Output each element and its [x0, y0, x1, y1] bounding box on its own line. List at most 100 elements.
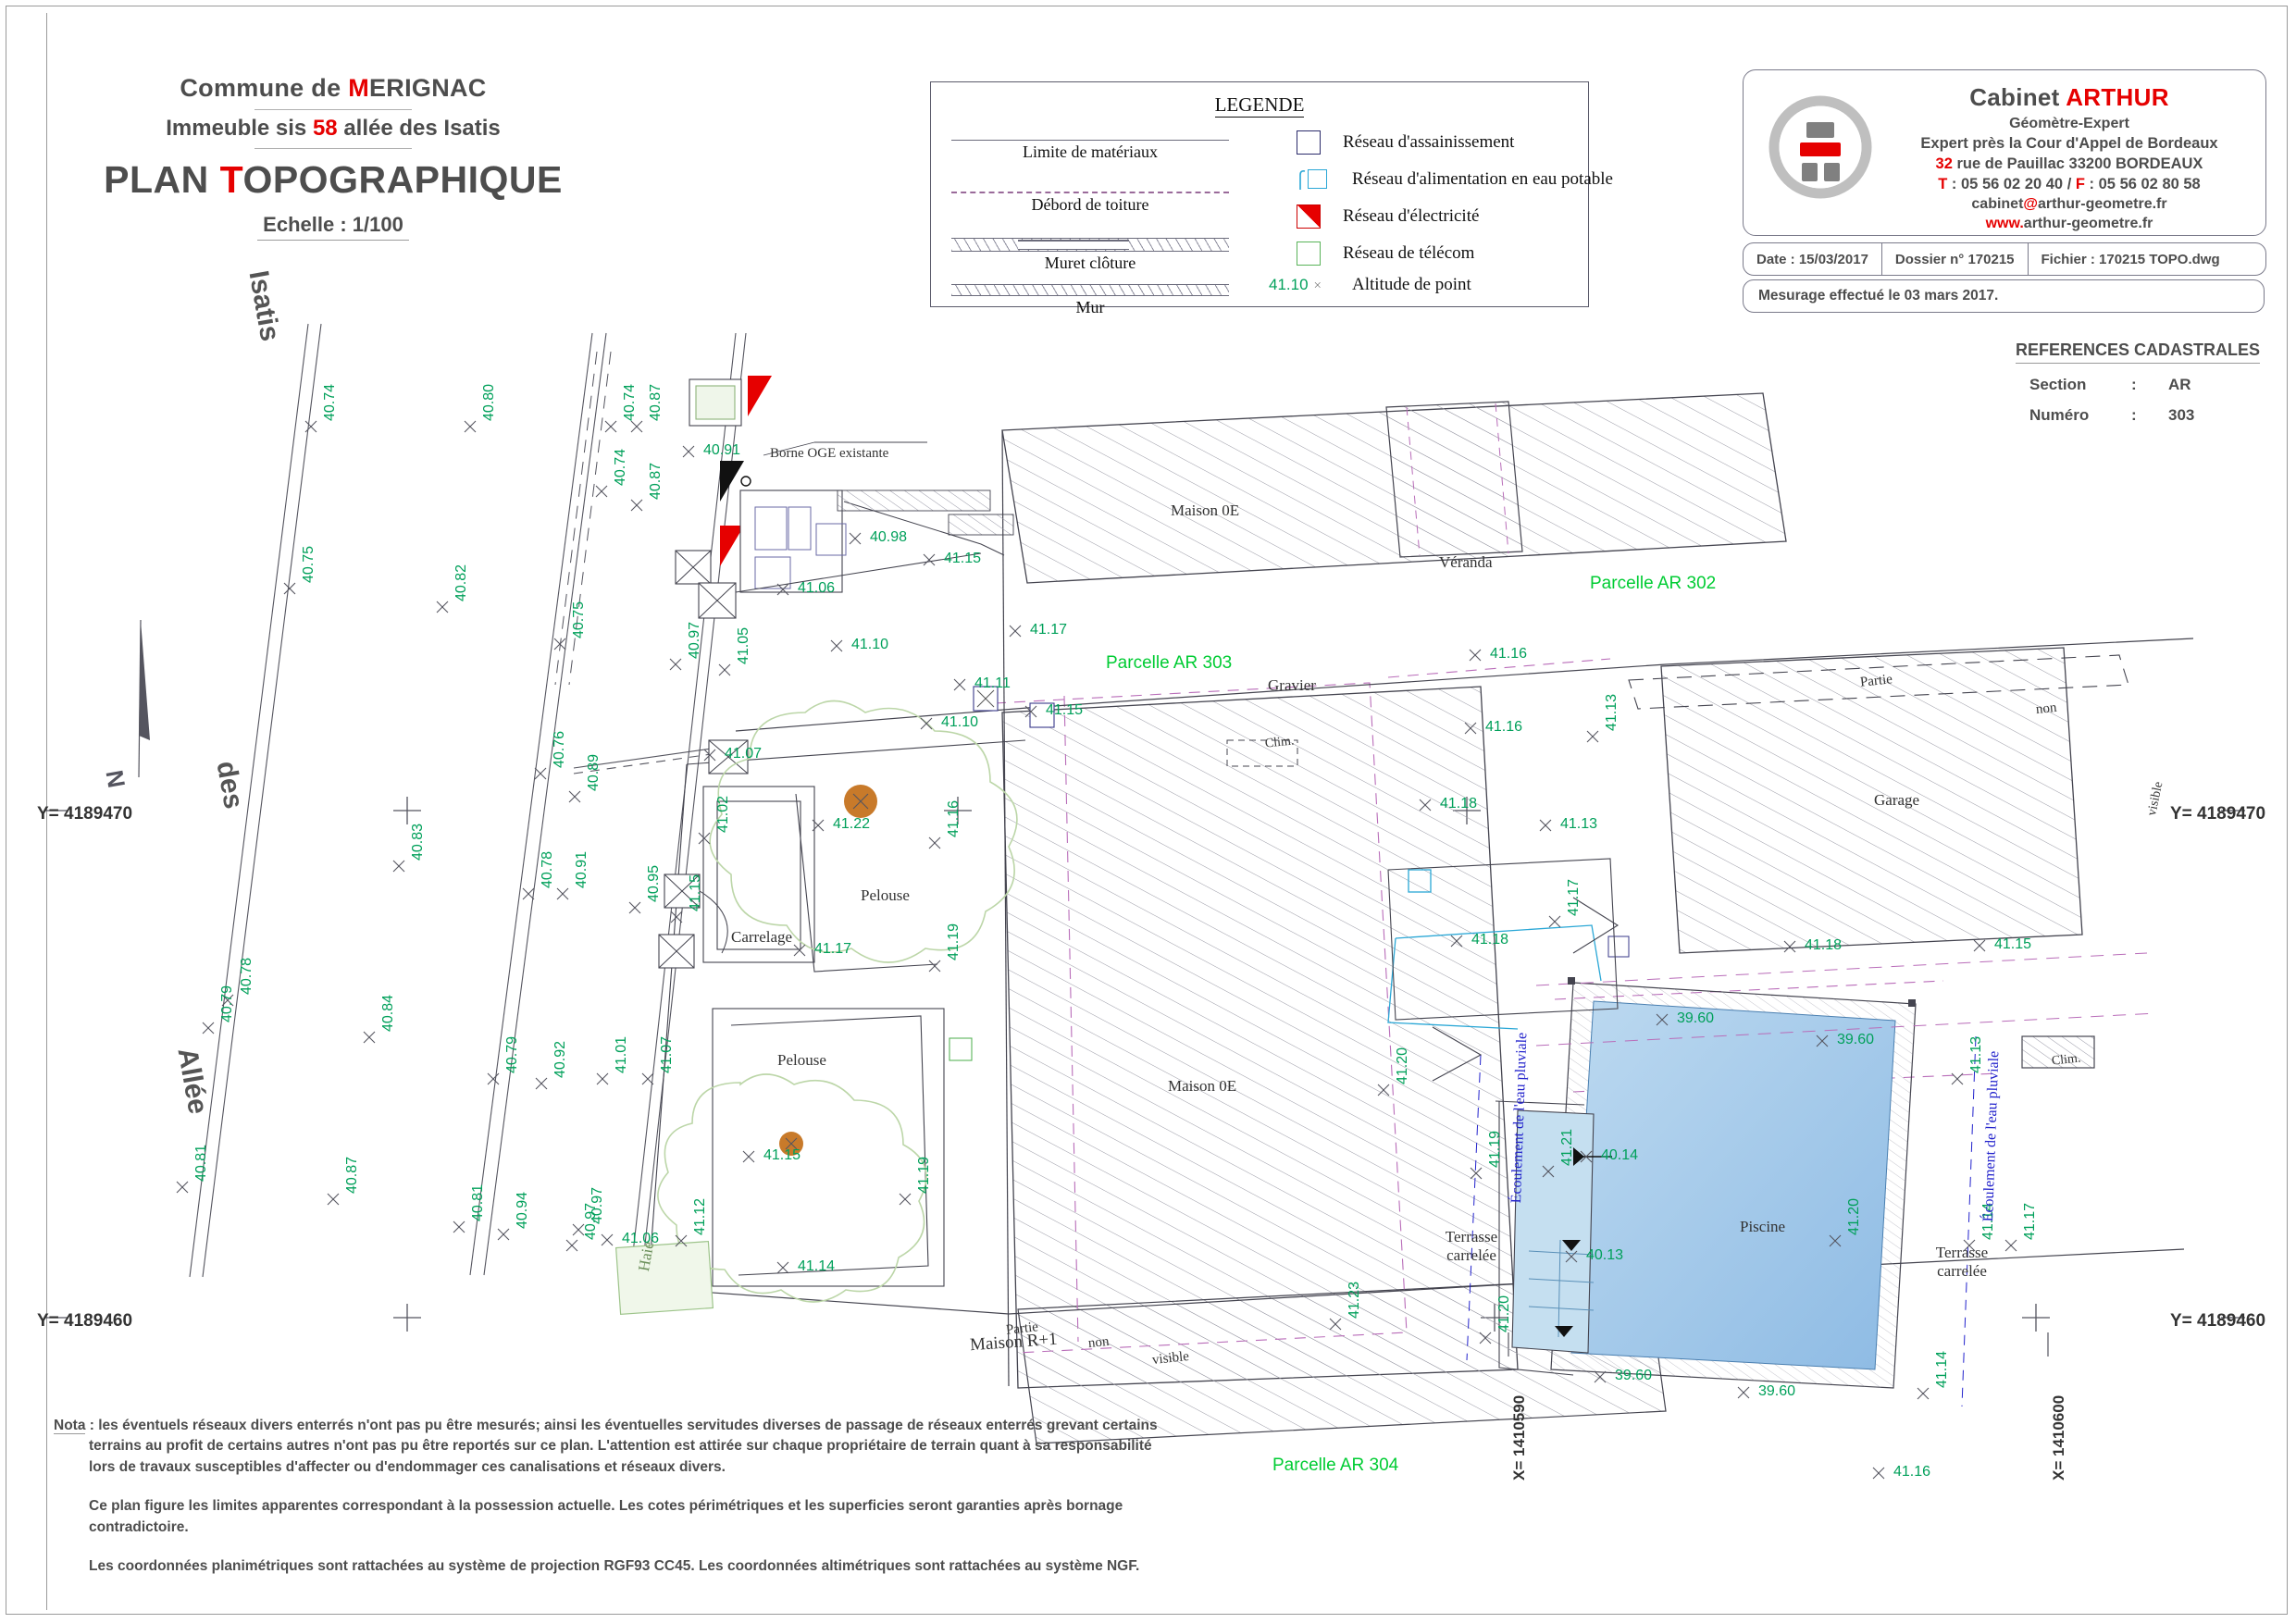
elevation-label: 40.75 — [571, 601, 587, 638]
legend-symbol-label-4: Altitude de point — [1352, 275, 1471, 294]
elevation-label: 40.79 — [504, 1035, 520, 1073]
cadastre-section-row: Section : AR — [2004, 376, 2272, 394]
feature-label: Piscine — [1740, 1218, 1786, 1235]
elevation-label: 40.83 — [410, 823, 426, 861]
address-prefix: Immeuble sis — [166, 116, 313, 141]
elevation-label: 41.15 — [944, 551, 982, 566]
elevation-label: 41.11 — [974, 675, 1011, 691]
commune-line: Commune de MERIGNAC — [93, 74, 574, 103]
elevation-label: 41.20 — [1846, 1197, 1862, 1235]
legend-symbol-item-3: Réseau de télécom — [1297, 242, 1474, 266]
elevation-label: 41.06 — [798, 580, 836, 596]
feature-label: Maison 0E — [1168, 1077, 1237, 1095]
elevation-label: 41.16 — [1893, 1464, 1931, 1480]
legend-symbol-item-0: Réseau d'assainissement — [1297, 130, 1514, 155]
legend-line-label-0: Limite de matériaux — [1023, 142, 1158, 161]
note-1-text: : les éventuels réseaux divers enterrés … — [85, 1418, 1158, 1475]
elevation-label: 41.07 — [725, 746, 763, 762]
elevation-label: 41.20 — [1496, 1295, 1512, 1332]
elevation-label: 41.21 — [1559, 1128, 1575, 1166]
cabinet-logo-icon — [1766, 93, 1875, 202]
elevation-label: 41.17 — [2022, 1202, 2038, 1240]
elevation-label: 41.15 — [1046, 702, 1084, 718]
legend-line-item-2: Muret clôture — [951, 238, 1229, 273]
feature-label: Maison 0E — [1171, 502, 1240, 519]
legend-line-item-3: Mur — [951, 284, 1229, 317]
notes-block: Nota : les éventuels réseaux divers ente… — [54, 1416, 1164, 1596]
address-line: Immeuble sis 58 allée des Isatis — [93, 116, 574, 142]
legend-symbol-label-2: Réseau d'électricité — [1343, 206, 1480, 226]
cabinet-name-accent: ARTHUR — [2066, 83, 2169, 111]
elevation-label: 41.16 — [1485, 719, 1523, 735]
elevation-label: 40.95 — [646, 864, 662, 902]
note-1: Nota : les éventuels réseaux divers ente… — [54, 1416, 1164, 1478]
elevation-label: 41.14 — [1934, 1350, 1950, 1388]
feature-label: Clim. — [2051, 1051, 2082, 1069]
elevation-label: 41.17 — [814, 941, 852, 957]
elevation-label: 39.60 — [1758, 1383, 1796, 1399]
commune-prefix: Commune de — [180, 74, 349, 102]
meta-fichier: Fichier : 170215 TOPO.dwg — [2041, 251, 2220, 267]
feature-label: Partie — [1859, 672, 1893, 690]
feature-label: Terrasse carrelée — [1935, 1244, 1989, 1280]
elevation-label: 41.19 — [1487, 1130, 1503, 1168]
cabinet-address: 32 rue de Pauillac 33200 BORDEAUX — [1882, 155, 2256, 173]
legend-symbol-item-1: Réseau d'alimentation en eau potable — [1297, 167, 1613, 192]
elevation-label: 40.80 — [481, 383, 497, 421]
coordinate-label: Y= 4189470 — [2170, 804, 2266, 824]
elevation-label: 41.15 — [763, 1147, 801, 1163]
cabinet-email-user: cabinet — [1971, 196, 2024, 212]
elevation-label: 41.12 — [692, 1197, 708, 1235]
electricite-icon — [1297, 204, 1321, 229]
elevation-label: 41.13 — [1604, 693, 1620, 731]
cabinet-text-block: Cabinet ARTHUR Géomètre-Expert Expert pr… — [1882, 78, 2256, 232]
elevation-label: 40.74 — [622, 383, 638, 421]
title-divider-2 — [254, 148, 412, 149]
cabinet-address-number: 32 — [1935, 155, 1953, 172]
legend-symbol-item-2: Réseau d'électricité — [1297, 204, 1479, 229]
title-block: Commune de MERIGNAC Immeuble sis 58 allé… — [93, 74, 574, 241]
elevation-label: 41.10 — [941, 714, 979, 730]
coordinate-label: Y= 4189460 — [37, 1311, 133, 1331]
mur-sample — [951, 284, 1229, 296]
elevation-label: 41.06 — [622, 1231, 660, 1246]
cadastre-section-value: AR — [2168, 376, 2191, 393]
feature-label: Gravier — [1268, 676, 1316, 694]
muret-cloture-sample — [951, 238, 1229, 252]
mesurage-row: Mesurage effectué le 03 mars 2017. — [1743, 279, 2265, 313]
note-nota-key: Nota — [54, 1418, 86, 1434]
elevation-label: 41.23 — [1347, 1281, 1362, 1319]
feature-label: non — [2035, 700, 2058, 718]
page-title: PLAN TOPOGRAPHIQUE — [93, 158, 574, 202]
cadastral-references: REFERENCES CADASTRALES Section : AR Numé… — [2004, 341, 2272, 425]
page-border — [6, 6, 2288, 1615]
elevation-label: 39.60 — [1677, 1010, 1715, 1026]
feature-label: Borne OGE existante — [770, 446, 889, 461]
elevation-label: 40.78 — [239, 957, 254, 995]
legend-line-item-1: Débord de toiture — [951, 192, 1229, 215]
plan-title-accent: T — [219, 158, 243, 201]
feature-label: Carrelage — [731, 928, 793, 946]
legend-title-text: LEGENDE — [1214, 93, 1305, 118]
cadastre-numero-key: Numéro — [2029, 406, 2090, 424]
elevation-label: 41.13 — [1560, 816, 1598, 832]
cabinet-info-card: Cabinet ARTHUR Géomètre-Expert Expert pr… — [1743, 69, 2266, 236]
elevation-label: 40.81 — [470, 1183, 486, 1221]
assainissement-icon — [1297, 130, 1321, 155]
cadastre-numero-value: 303 — [2168, 406, 2195, 424]
cadastre-section-colon: : — [2131, 376, 2137, 393]
cabinet-email[interactable]: cabinet@arthur-geometre.fr — [1882, 196, 2256, 213]
feature-label: Pelouse — [861, 886, 910, 904]
cabinet-website[interactable]: www.arthur-geometre.fr — [1882, 216, 2256, 232]
elevation-label: 41.07 — [659, 1035, 675, 1073]
elevation-label: 41.15 — [1994, 936, 2032, 952]
elevation-label: 41.02 — [715, 795, 731, 833]
cabinet-fax-value: : 05 56 02 80 58 — [2084, 176, 2201, 192]
elevation-label: 40.94 — [515, 1191, 530, 1229]
plan-title-a: PLAN — [104, 158, 220, 201]
cabinet-name-prefix: Cabinet — [1969, 83, 2066, 111]
elevation-label: 41.17 — [1030, 622, 1068, 638]
elevation-label: 40.87 — [648, 462, 664, 500]
elevation-label: 40.82 — [453, 564, 469, 601]
feature-label: non — [1087, 1333, 1111, 1352]
